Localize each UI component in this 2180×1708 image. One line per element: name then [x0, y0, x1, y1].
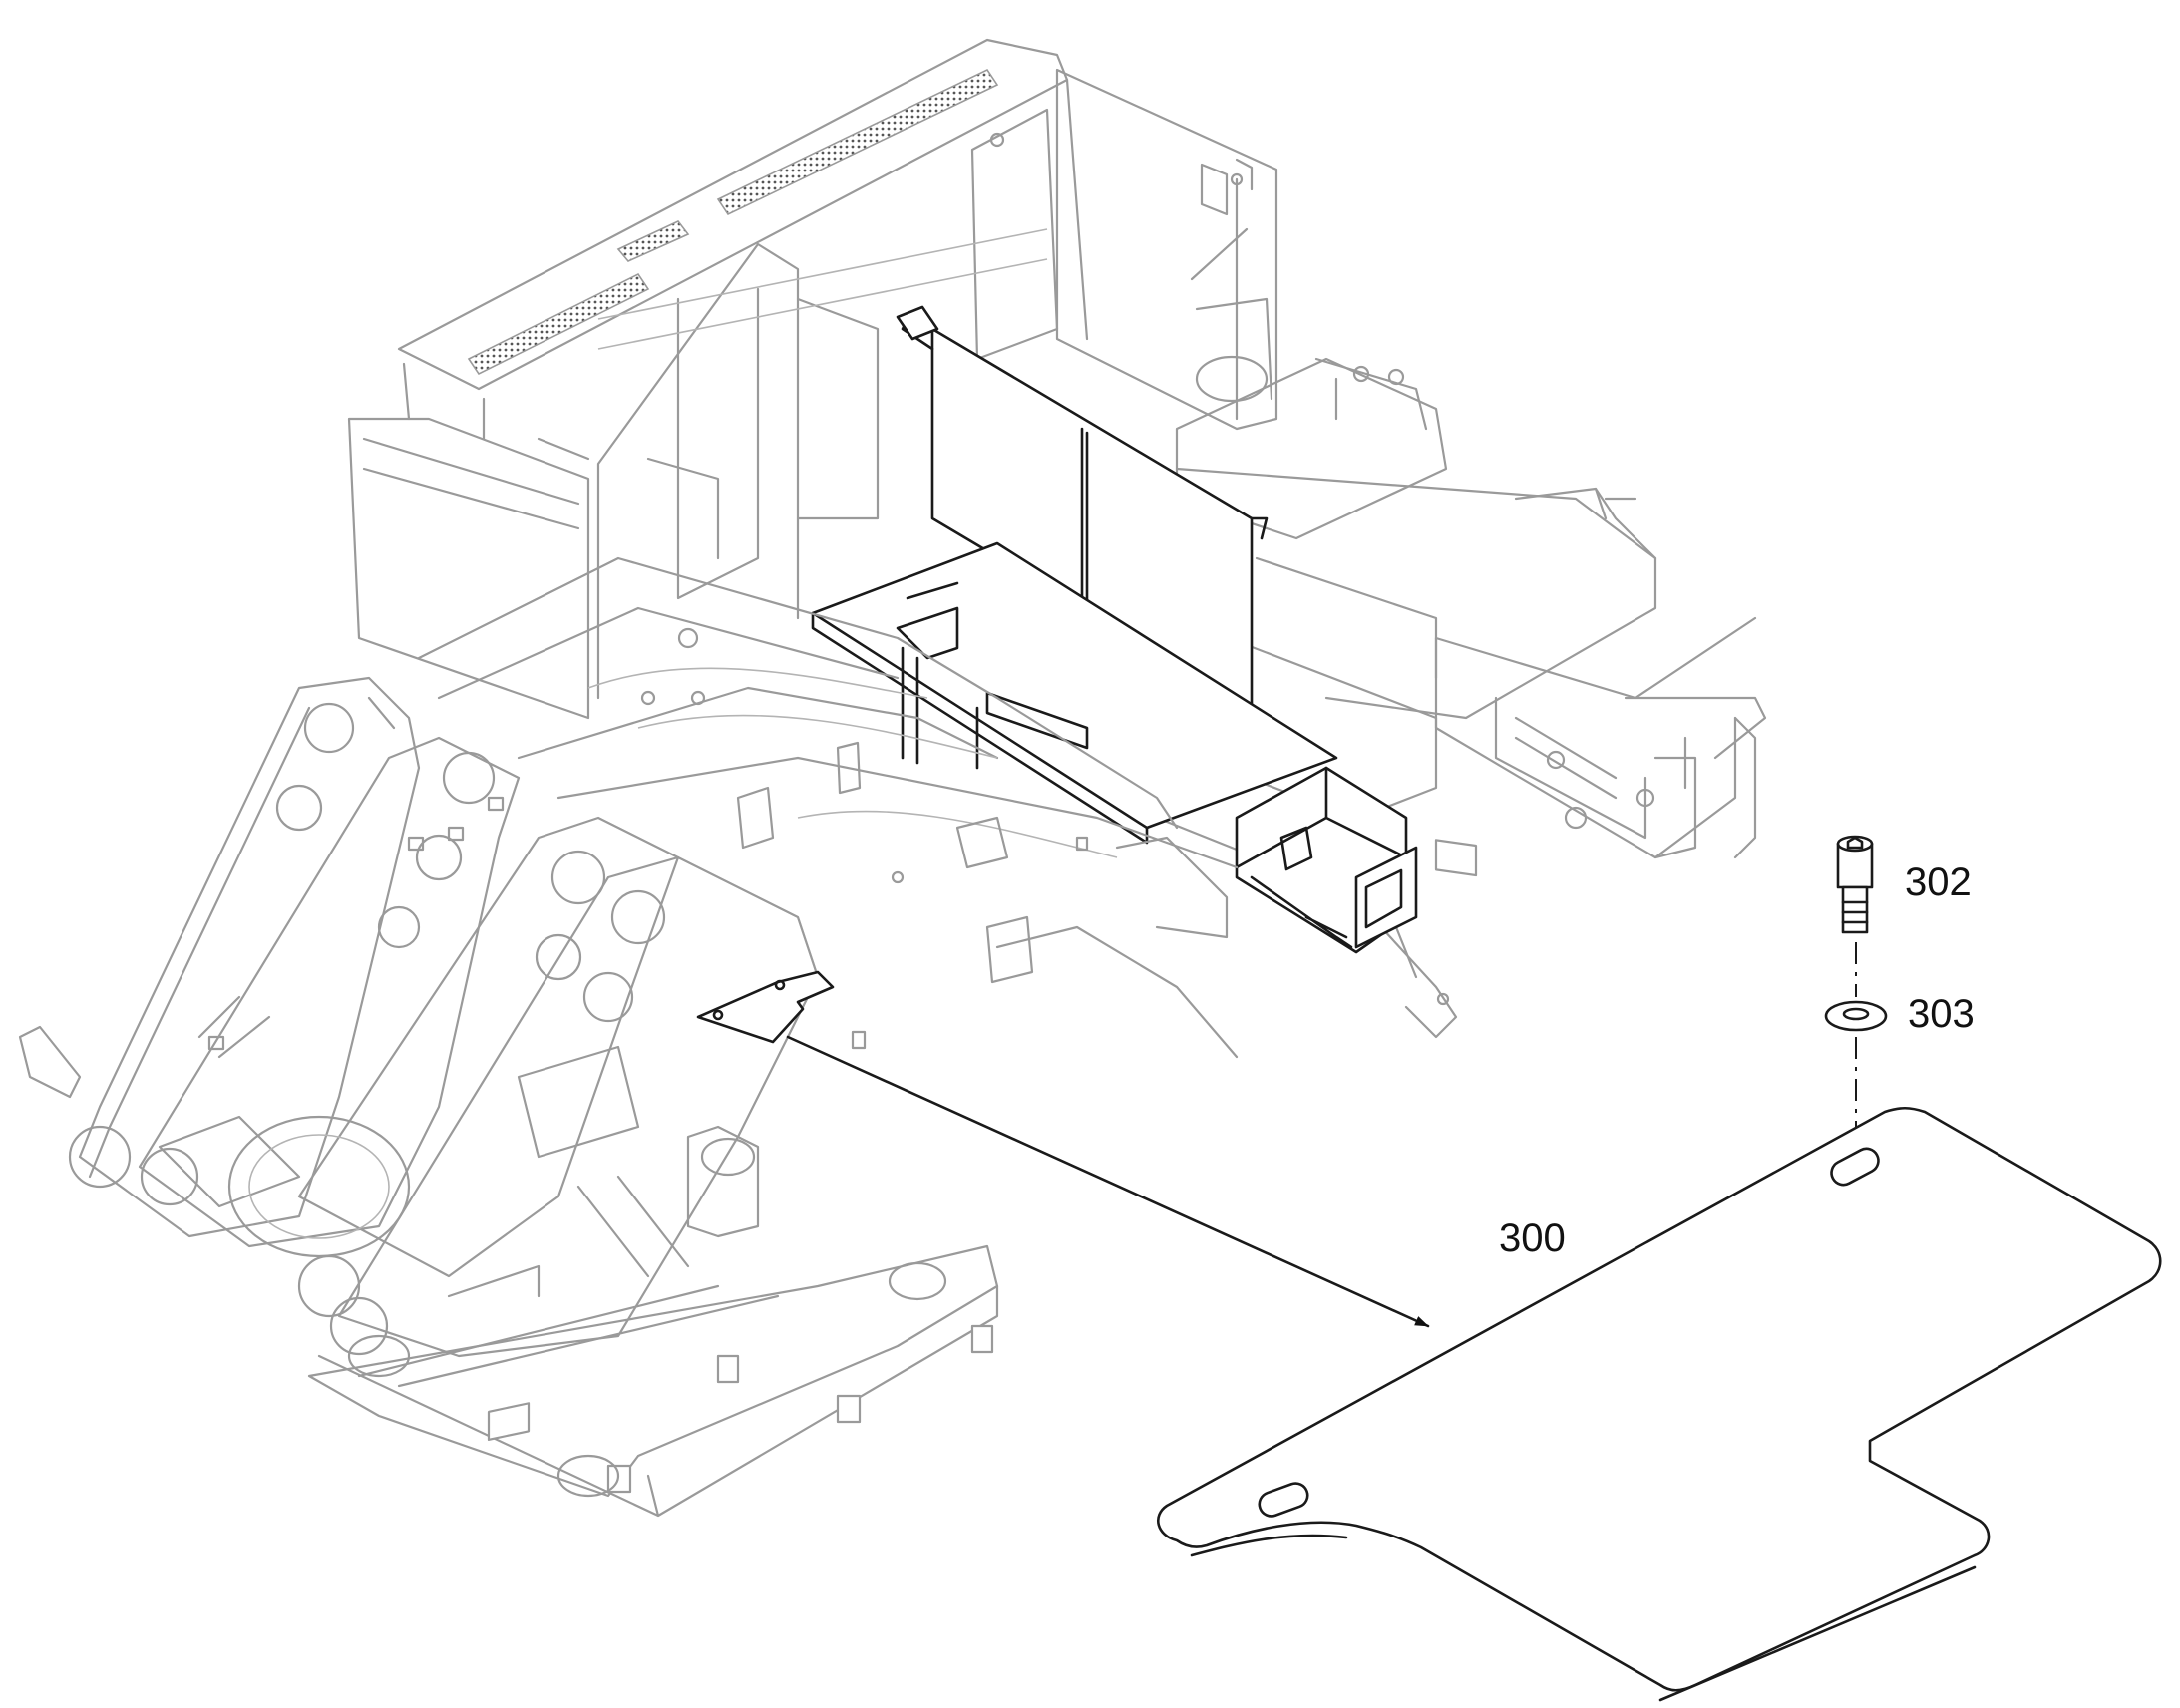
shelf-plate	[811, 541, 1338, 830]
plate-part	[1157, 1106, 2162, 1702]
callout-300: 300	[1499, 1216, 1566, 1260]
callout-303: 303	[1908, 992, 1975, 1036]
center-frame	[417, 556, 1239, 1059]
callout-302: 302	[1905, 860, 1972, 904]
vent-grille-left	[467, 272, 650, 376]
engine-compartment-housing	[347, 38, 1278, 720]
exploded-parts: 302 303 300	[786, 835, 2162, 1702]
highlighted-support-assembly	[811, 305, 1418, 954]
screw-part	[1836, 835, 1874, 934]
vent-grille-mid	[616, 220, 690, 262]
boom-brackets	[18, 676, 999, 1518]
vent-grille-right	[716, 68, 999, 216]
washer-part	[1824, 1000, 1888, 1032]
plate-location-on-frame	[696, 970, 835, 1044]
leader-arrow	[786, 1035, 1430, 1328]
